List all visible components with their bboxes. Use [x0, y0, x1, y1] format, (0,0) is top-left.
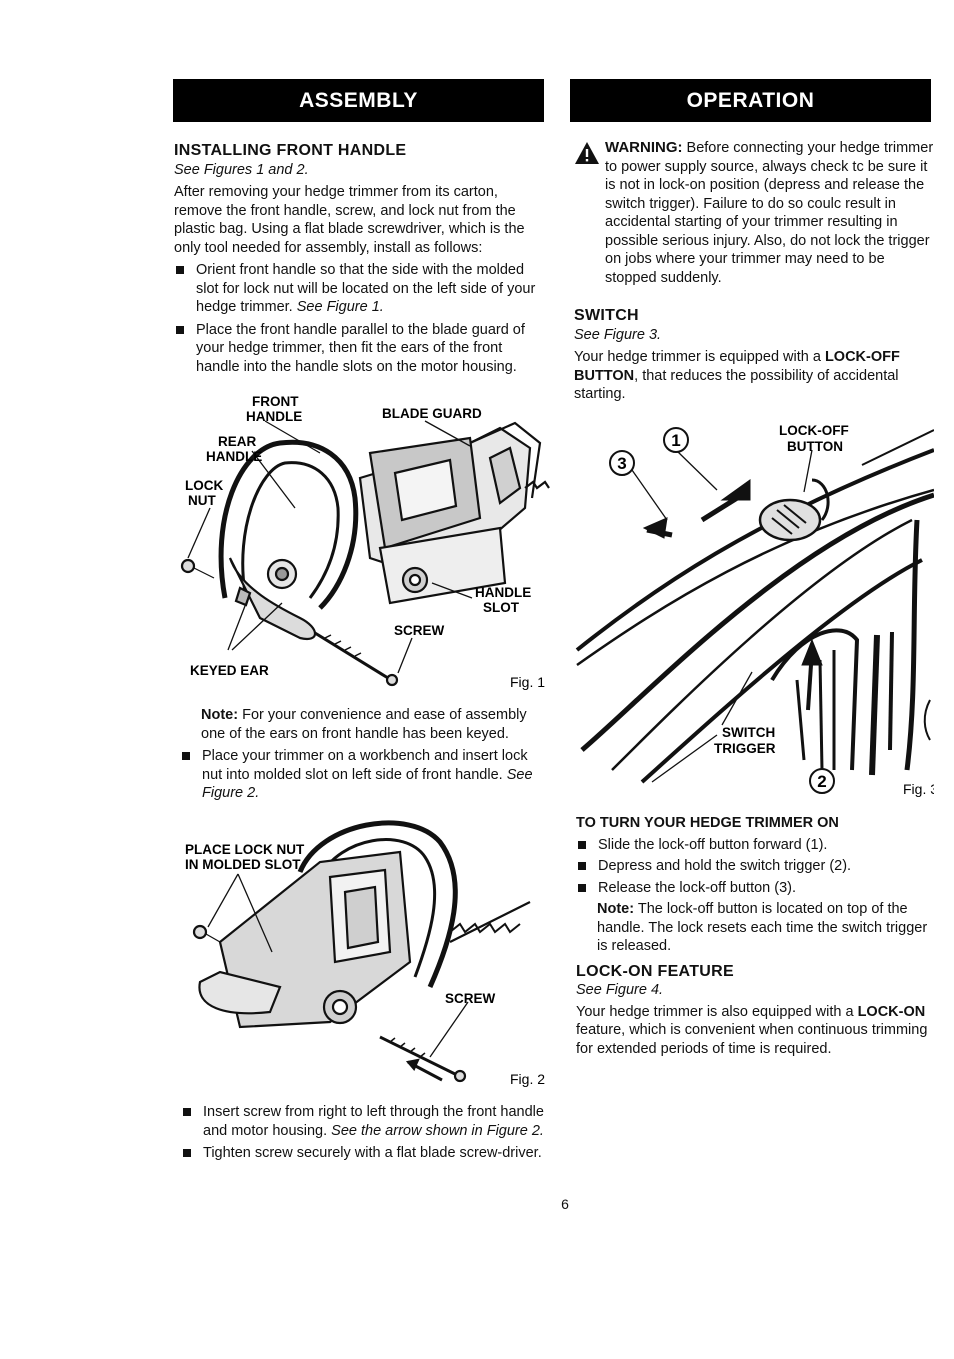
label-front-handle-1: FRONT [252, 394, 299, 409]
warning-label: WARNING: [605, 139, 683, 156]
note-label: Note: [597, 901, 635, 917]
switch-see-ref: See Figure 3. [574, 326, 662, 343]
label-screw: SCREW [394, 623, 445, 638]
label-lock-off-1: LOCK-OFF [779, 423, 849, 438]
left-column-middle: Note: For your convenience and ease of a… [180, 706, 550, 803]
lock-on-bold: LOCK-ON [857, 1003, 926, 1020]
callout-2: 2 [817, 772, 826, 791]
step-text: Release the lock-off button (3). [598, 879, 797, 896]
left-column-bottom: Insert screw from right to left through … [181, 1099, 553, 1163]
callout-1: 1 [671, 431, 680, 450]
label-lock-off-2: BUTTON [787, 439, 843, 454]
note-lock-off: Note: The lock-off button is located on … [576, 900, 934, 956]
switch-bold: LOCK-OFF BUTTON [574, 349, 900, 384]
lock-on-text-1: Your hedge trimmer is also equipped with… [576, 1003, 854, 1020]
switch-text-1: Your hedge trimmer is equipped with a [574, 349, 821, 365]
label-rear-handle-2: HANDLE [206, 449, 262, 464]
bullet-place-handle: Place the front handle parallel to the b… [174, 321, 546, 377]
fig2-caption: Fig. 2 [510, 1071, 545, 1087]
section-title-turn-on: TO TURN YOUR HEDGE TRIMMER ON [576, 815, 839, 831]
lock-on-see-ref: See Figure 4. [576, 982, 664, 998]
note-text: The lock-off button is located on top of… [597, 901, 928, 954]
warning-block: WARNING: Before connecting your hedge tr… [574, 139, 934, 287]
label-handle-slot-1: HANDLE [475, 585, 531, 600]
bullet-insert-lock-nut: Place your trimmer on a workbench and in… [180, 747, 550, 803]
assembly-heading: ASSEMBLY [299, 89, 418, 112]
section-title-lock-on: LOCK-ON FEATURE [576, 962, 734, 980]
warning-text: Before connecting your hedge trimmer to … [605, 140, 934, 286]
label-rear-handle-1: REAR [218, 434, 257, 449]
label-handle-slot-2: SLOT [483, 600, 520, 615]
label-lock-nut-2: NUT [188, 493, 216, 508]
page-number: 6 [561, 1196, 569, 1212]
right-column-top: WARNING: Before connecting your hedge tr… [574, 139, 934, 404]
section-title-installing-front-handle: INSTALLING FRONT HANDLE [174, 142, 407, 159]
figure-1-illustration: FRONT HANDLE BLADE GUARD REAR HANDLE LOC… [180, 394, 550, 690]
label-switch-1: SWITCH [722, 725, 775, 740]
bullet-text: Insert screw from right to left through … [203, 1104, 544, 1139]
label-switch-2: TRIGGER [714, 741, 776, 756]
assembly-banner: ASSEMBLY [173, 79, 544, 122]
step-text: Slide the lock-off button forward (1). [598, 836, 828, 853]
figure-3-illustration: 1 3 2 LOCK-OFF BUTTON SWITCH TRIGGER Fig… [575, 423, 934, 797]
switch-paragraph: Your hedge trimmer is equipped with a LO… [574, 348, 934, 404]
note-text: For your convenience and ease of assembl… [201, 707, 527, 742]
switch-text-2: , that reduces the possibility of accide… [574, 367, 899, 403]
bullet-ref: See Figure 1. [296, 299, 384, 315]
bullet-orient-handle: Orient front handle so that the side wit… [174, 261, 546, 317]
operation-banner: OPERATION [570, 79, 931, 122]
label-lock-nut-1: LOCK [185, 478, 223, 493]
note-label: Note: [201, 707, 239, 723]
bullet-ref: See the arrow shown in Figure 2. [331, 1122, 544, 1139]
lock-on-paragraph: Your hedge trimmer is also equipped with… [576, 1003, 934, 1059]
bullet-ref: See Figure 2. [202, 766, 533, 802]
bullet-text: Place the front handle parallel to the b… [196, 321, 525, 375]
intro-paragraph: After removing your hedge trimmer from i… [174, 184, 525, 256]
fig1-caption: Fig. 1 [510, 674, 545, 690]
step-3: Release the lock-off button (3). [576, 879, 934, 898]
step-1: Slide the lock-off button forward (1). [576, 836, 934, 855]
step-text: Depress and hold the switch trigger (2). [598, 858, 852, 874]
figure-2-illustration: PLACE LOCK NUT IN MOLDED SLOT SCREW Fig.… [185, 820, 545, 1087]
label-screw-fig2: SCREW [445, 991, 496, 1006]
callout-3: 3 [617, 454, 626, 473]
note-keyed-ear: Note: For your convenience and ease of a… [180, 706, 550, 743]
see-figures-ref: See Figures 1 and 2. [174, 161, 309, 178]
label-place-lock-nut-1: PLACE LOCK NUT [185, 842, 305, 857]
bullet-text: Place your trimmer on a workbench and in… [202, 748, 528, 783]
operation-heading: OPERATION [686, 89, 815, 112]
bullet-tighten-screw: Tighten screw securely with a flat blade… [181, 1144, 553, 1163]
warning-triangle-icon [575, 142, 599, 164]
section-title-switch: SWITCH [574, 307, 639, 324]
bullet-text: Orient front handle so that the side wit… [196, 262, 536, 315]
label-place-lock-nut-2: IN MOLDED SLOT [185, 857, 301, 872]
label-blade-guard: BLADE GUARD [382, 406, 482, 421]
bullet-insert-screw: Insert screw from right to left through … [181, 1103, 553, 1140]
bullet-text: Tighten screw securely with a flat blade… [203, 1145, 542, 1161]
label-front-handle-2: HANDLE [246, 409, 302, 424]
left-column-top: INSTALLING FRONT HANDLE See Figures 1 an… [174, 142, 546, 376]
step-2: Depress and hold the switch trigger (2). [576, 857, 934, 876]
right-column-bottom: TO TURN YOUR HEDGE TRIMMER ON Slide the … [576, 814, 934, 1058]
lock-on-text-2: feature, which is convenient when contin… [576, 1022, 928, 1057]
label-keyed-ear: KEYED EAR [190, 663, 269, 678]
fig3-caption: Fig. 3 [903, 781, 934, 797]
